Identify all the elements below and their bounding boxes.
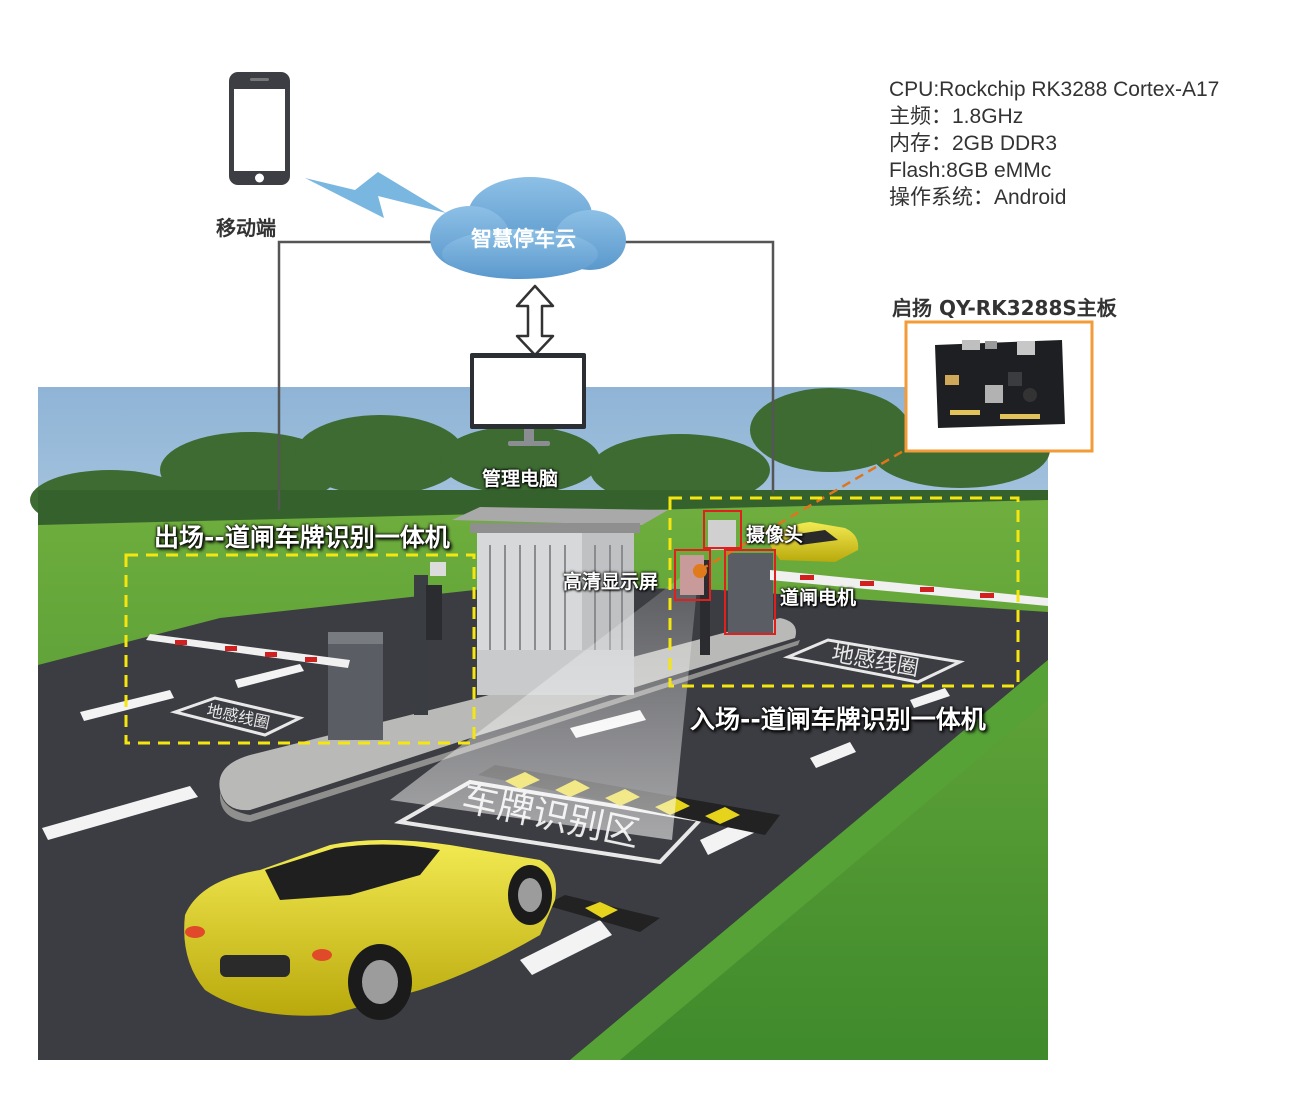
spec-frequency: 主频：1.8GHz — [889, 103, 1219, 130]
exit-gate-label: 出场--道闸车牌识别一体机 — [154, 518, 450, 554]
spec-os: 操作系统：Android — [889, 184, 1219, 211]
spec-cpu: CPU:Rockchip RK3288 Cortex-A17 — [889, 76, 1219, 103]
display-label: 高清显示屏 — [563, 567, 658, 594]
pc-label: 管理电脑 — [482, 464, 558, 491]
camera-label: 摄像头 — [746, 520, 803, 547]
cloud-label: 智慧停车云 — [471, 223, 576, 253]
mobile-label: 移动端 — [216, 212, 276, 241]
lightning-icon — [305, 172, 446, 218]
spec-memory: 内存：2GB DDR3 — [889, 130, 1219, 157]
board-specs: CPU:Rockchip RK3288 Cortex-A17 主频：1.8GHz… — [889, 76, 1219, 211]
board-leader-dot — [693, 564, 707, 578]
spec-flash: Flash:8GB eMMc — [889, 157, 1219, 184]
board-image — [935, 340, 1065, 428]
board-label: 启扬 QY-RK3288S主板 — [892, 292, 1117, 321]
motor-label: 道闸电机 — [780, 583, 856, 610]
entry-gate-label: 入场--道闸车牌识别一体机 — [690, 700, 986, 736]
phone-icon — [229, 72, 290, 185]
double-arrow-icon — [517, 286, 553, 355]
